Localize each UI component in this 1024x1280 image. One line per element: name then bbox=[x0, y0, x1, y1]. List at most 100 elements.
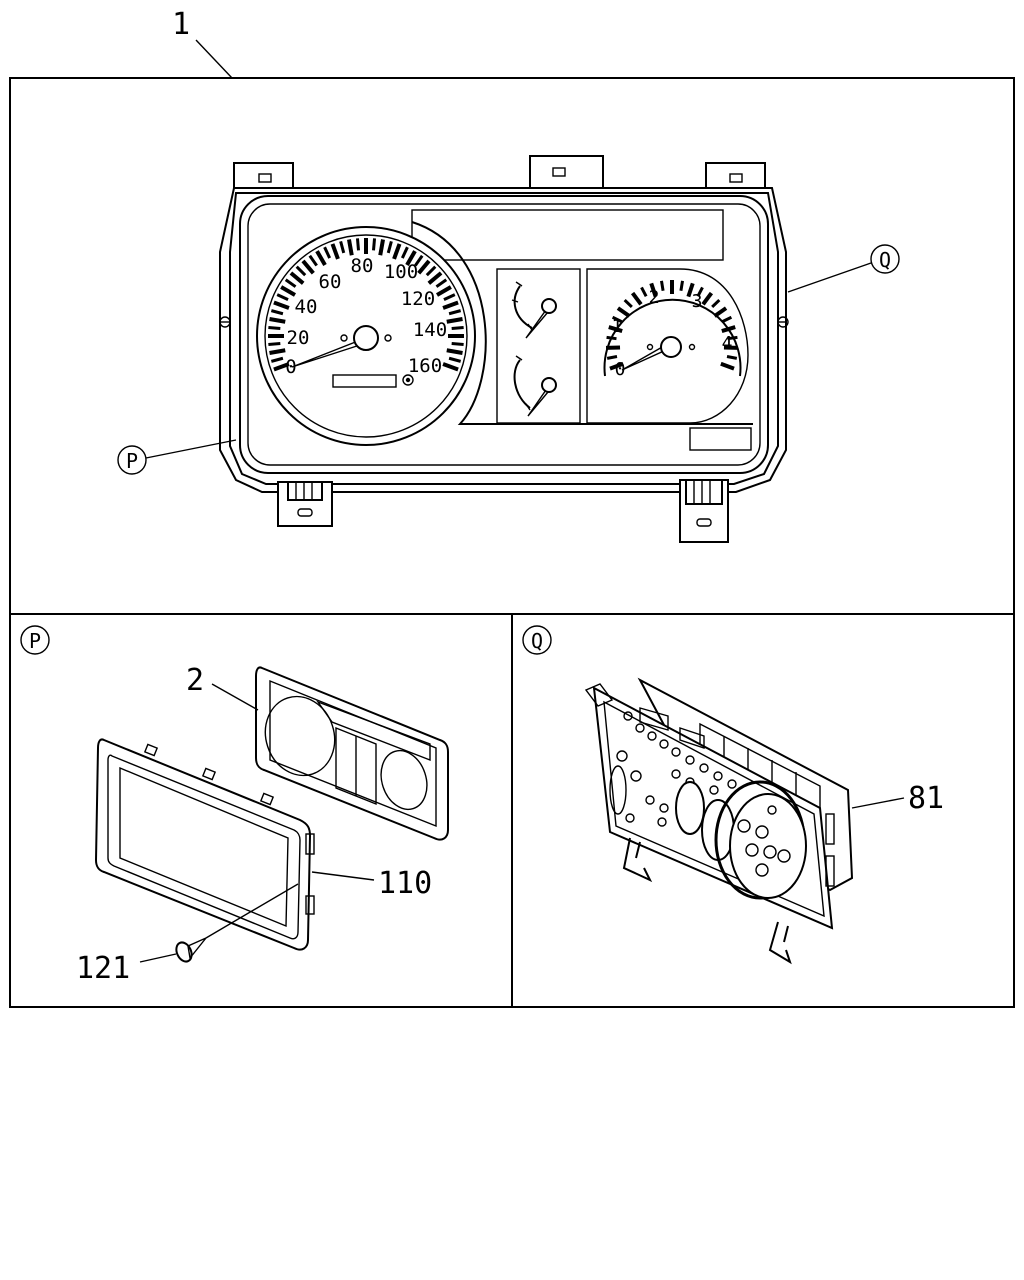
speedo-label-120: 120 bbox=[401, 288, 435, 310]
dial-tick bbox=[289, 271, 305, 285]
dial-tick bbox=[721, 315, 733, 323]
dial-tick bbox=[301, 259, 315, 275]
dial-tick bbox=[269, 317, 286, 324]
dial-tick bbox=[436, 285, 452, 297]
dial-tick bbox=[315, 250, 327, 266]
indicator-box bbox=[689, 427, 752, 451]
dial-tick bbox=[330, 243, 340, 260]
dial-tick bbox=[446, 317, 463, 324]
bottom-connectors bbox=[277, 479, 729, 543]
dial-tick bbox=[400, 246, 409, 259]
dial-tick bbox=[726, 355, 738, 360]
callout-81-label: 81 bbox=[908, 781, 944, 816]
dial-tick bbox=[679, 280, 684, 291]
dial-tick bbox=[649, 282, 658, 298]
dial-tick bbox=[448, 356, 462, 363]
dial-tick bbox=[640, 286, 648, 298]
view-p-label: P bbox=[29, 629, 41, 653]
dial-tick bbox=[284, 278, 297, 288]
dial-tick bbox=[451, 342, 464, 347]
tachometer-ticks bbox=[605, 280, 739, 371]
tacho-label-4: 4 bbox=[722, 333, 733, 354]
meter-body-81 bbox=[584, 677, 854, 965]
callout-q-main-label: Q bbox=[879, 248, 891, 272]
dial-tick bbox=[442, 362, 459, 372]
dial-tick bbox=[606, 335, 617, 341]
dial-tick bbox=[269, 348, 286, 355]
callout-121-label: 121 bbox=[76, 951, 130, 986]
dial-tick bbox=[701, 291, 714, 306]
speedo-label-0: 0 bbox=[285, 356, 296, 378]
dial-tick bbox=[425, 265, 437, 277]
diagram-frames bbox=[9, 77, 1015, 1008]
dial-tick bbox=[711, 298, 721, 309]
dial-tick bbox=[721, 325, 736, 334]
dial-tick bbox=[378, 239, 385, 256]
small-gauges bbox=[496, 268, 581, 424]
lens-2 bbox=[255, 666, 449, 841]
tacho-label-1: 1 bbox=[612, 316, 623, 337]
view-p: P 2 110 121 bbox=[20, 625, 449, 986]
dial-tick bbox=[372, 238, 377, 251]
screw-121 bbox=[175, 883, 299, 963]
callout-q-main: Q bbox=[787, 244, 900, 293]
dial-tick bbox=[427, 271, 443, 285]
dial-tick bbox=[616, 306, 631, 318]
dial-tick bbox=[608, 325, 623, 334]
dial-tick bbox=[727, 335, 738, 341]
speedometer: 0 20 40 60 80 100 120 140 160 bbox=[256, 226, 476, 446]
bezel-110 bbox=[94, 738, 315, 951]
view-q: Q bbox=[522, 625, 944, 965]
dial-tick bbox=[720, 361, 735, 371]
dial-tick bbox=[270, 309, 284, 316]
dial-tick bbox=[295, 265, 307, 277]
speedo-label-60: 60 bbox=[319, 271, 342, 293]
dial-tick bbox=[443, 293, 456, 302]
dial-tick bbox=[386, 240, 393, 254]
speedo-label-80: 80 bbox=[351, 255, 374, 277]
dial-tick bbox=[414, 254, 424, 267]
callout-p-main: P bbox=[117, 439, 237, 475]
dial-tick bbox=[347, 239, 354, 256]
dial-tick bbox=[660, 280, 665, 291]
dial-tick bbox=[713, 306, 728, 318]
dial-tick bbox=[339, 240, 346, 254]
dial-tick bbox=[630, 291, 643, 306]
dial-tick bbox=[276, 293, 289, 302]
callout-2-label: 2 bbox=[186, 663, 204, 698]
callout-1-label: 1 bbox=[172, 7, 190, 42]
dial-tick bbox=[442, 300, 459, 310]
speedo-label-100: 100 bbox=[384, 261, 418, 283]
rear-dial bbox=[714, 780, 807, 900]
dial-tick bbox=[280, 285, 296, 297]
dial-tick bbox=[417, 259, 431, 275]
speedo-label-40: 40 bbox=[295, 296, 318, 318]
dial-tick bbox=[609, 361, 624, 371]
dial-tick bbox=[405, 250, 417, 266]
speedo-label-140: 140 bbox=[413, 319, 447, 341]
tacho-label-3: 3 bbox=[692, 291, 703, 312]
dial-tick bbox=[355, 238, 360, 251]
dial-tick bbox=[611, 315, 623, 323]
dial-tick bbox=[392, 243, 402, 260]
odometer-window bbox=[332, 374, 397, 388]
display-window bbox=[411, 209, 724, 261]
instrument-cluster: 0 20 40 60 80 100 120 140 160 bbox=[219, 155, 789, 543]
speedo-label-20: 20 bbox=[287, 327, 310, 349]
dial-tick bbox=[273, 362, 290, 372]
view-q-label: Q bbox=[531, 629, 543, 653]
dial-tick bbox=[308, 254, 318, 267]
dial-tick bbox=[270, 356, 284, 363]
dial-tick bbox=[268, 325, 281, 330]
speedometer-ticks bbox=[268, 238, 464, 372]
dial-tick bbox=[268, 342, 281, 347]
tacho-label-0: 0 bbox=[615, 359, 626, 380]
dial-tick bbox=[323, 246, 332, 259]
callout-110-label: 110 bbox=[378, 866, 432, 901]
dial-tick bbox=[448, 309, 462, 316]
dial-tick bbox=[606, 355, 618, 360]
tachometer: 0 1 2 3 4 bbox=[586, 268, 749, 424]
face-panel bbox=[239, 195, 769, 474]
dial-tick bbox=[686, 282, 695, 298]
